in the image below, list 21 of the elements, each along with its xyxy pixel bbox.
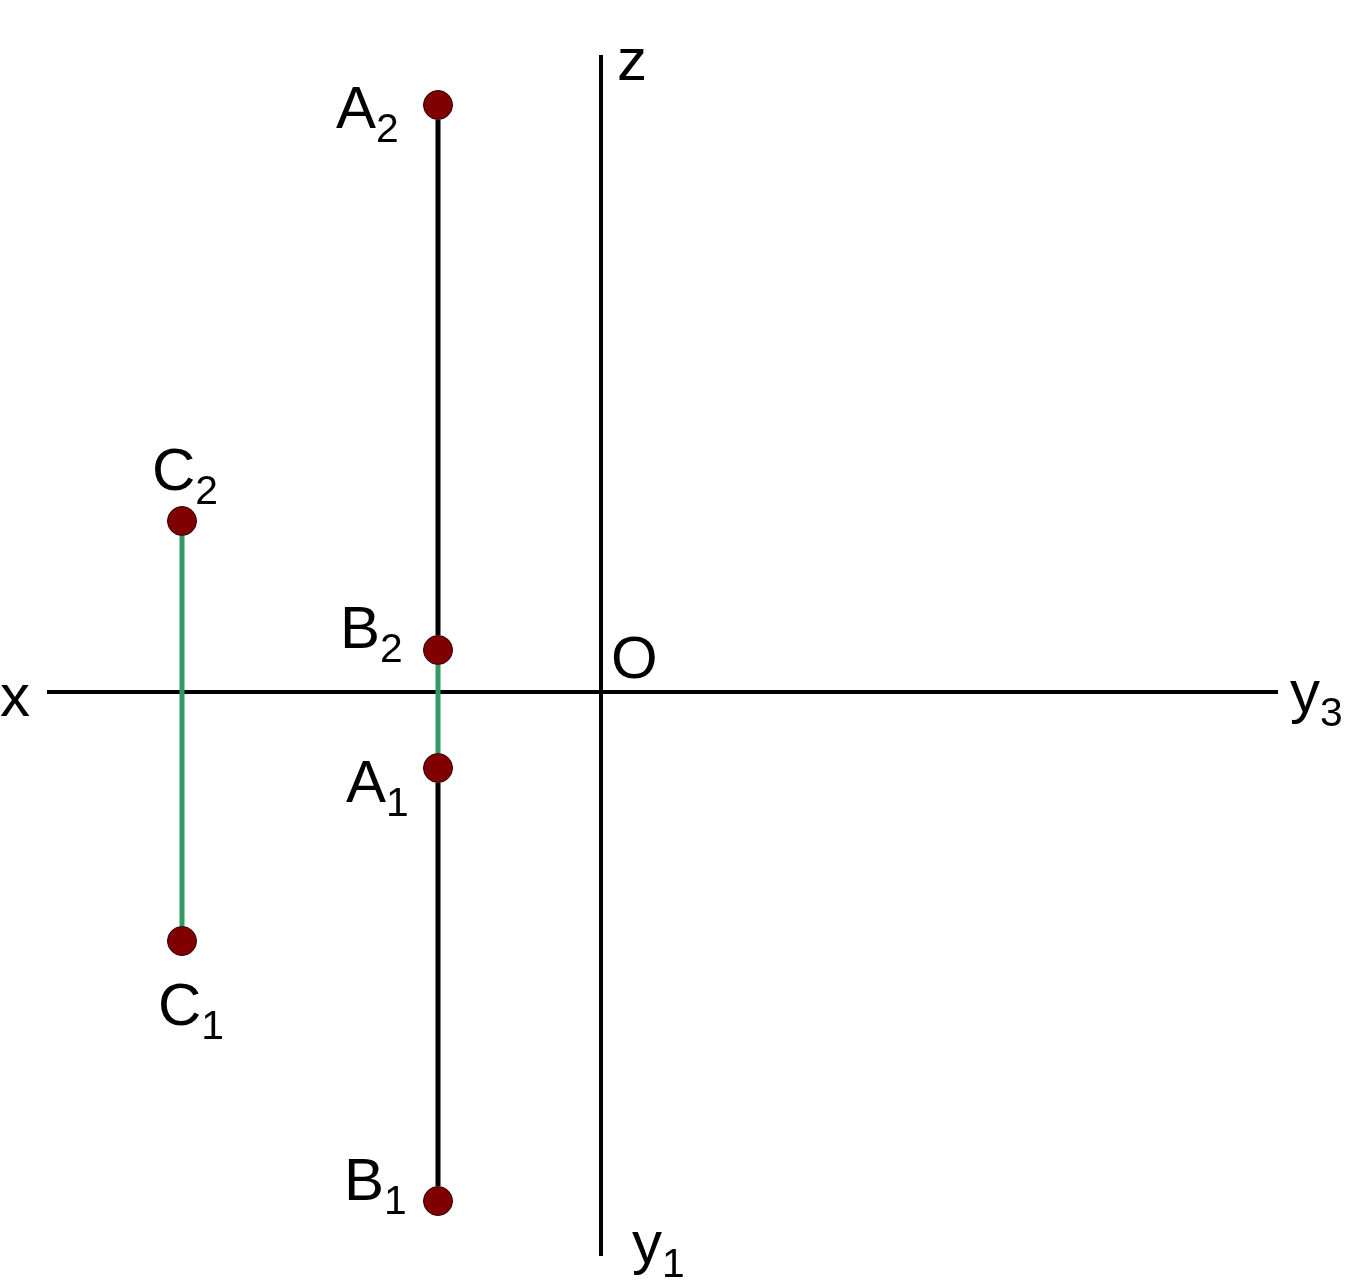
line-segment	[435, 120, 441, 635]
axis-label: y$_{3}$	[1290, 662, 1343, 734]
line-segment	[435, 783, 441, 1186]
axis-label: z	[617, 30, 647, 90]
point-label: A$_{2}$	[336, 78, 399, 150]
point-dot	[423, 635, 453, 665]
point-label: B$_{2}$	[340, 598, 403, 670]
point-label: B$_{1}$	[344, 1150, 407, 1222]
point-dot	[423, 90, 453, 120]
point-dot	[423, 1186, 453, 1216]
point-label: C$_{2}$	[152, 440, 219, 512]
line-segment	[435, 665, 441, 753]
line-segment	[179, 536, 185, 926]
axis-label: O	[611, 628, 658, 688]
point-label: A$_{1}$	[346, 752, 409, 824]
point-dot	[423, 753, 453, 783]
point-label: C$_{1}$	[158, 975, 225, 1047]
point-dot	[167, 506, 197, 536]
axis-label: y$_{1}$	[632, 1213, 685, 1285]
point-dot	[167, 926, 197, 956]
axis-label: x	[0, 666, 30, 726]
